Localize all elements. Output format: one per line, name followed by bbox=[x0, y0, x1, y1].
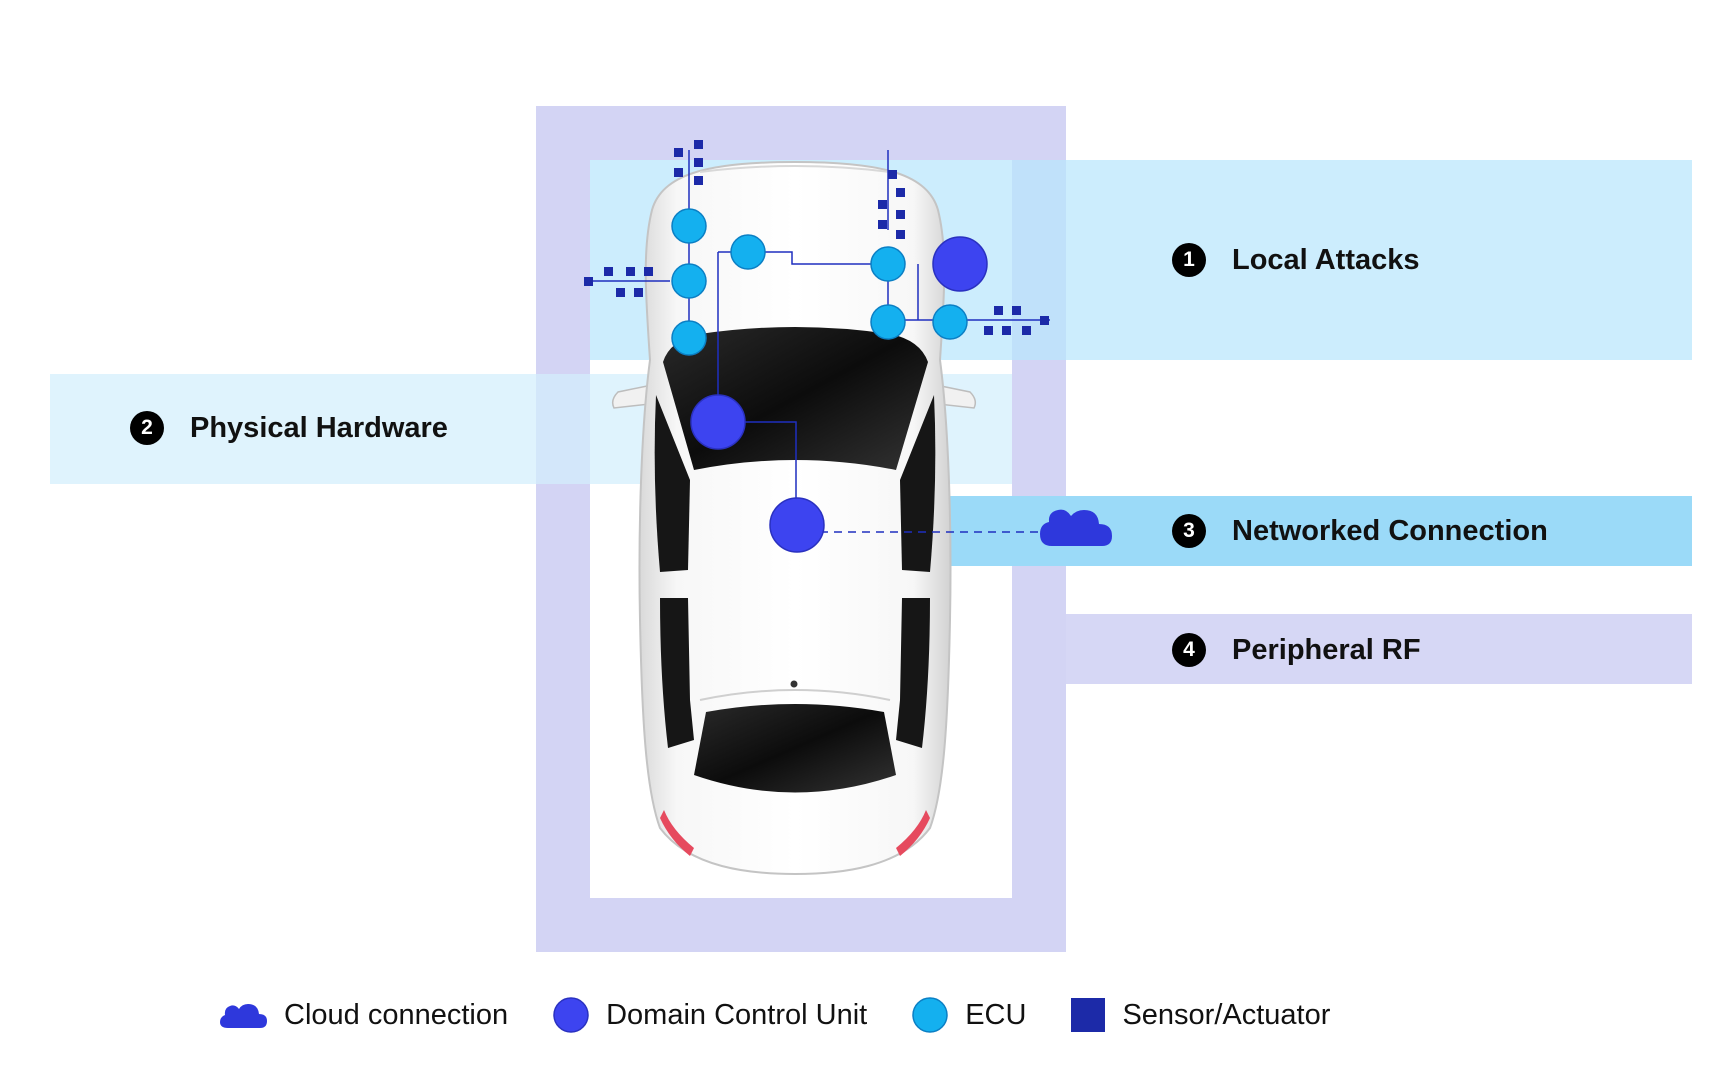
right-mirror bbox=[935, 384, 977, 409]
wiring bbox=[592, 150, 1050, 533]
legend: Cloud connection Domain Control Unit ECU… bbox=[220, 990, 1374, 1040]
sensor-actuator bbox=[896, 188, 905, 197]
sensor-actuator bbox=[878, 200, 887, 209]
sensor-actuator bbox=[896, 230, 905, 239]
sensor-actuator bbox=[888, 170, 897, 179]
sensor-actuator bbox=[1040, 316, 1049, 325]
sensor-actuators bbox=[584, 140, 1049, 335]
legend-item-ecu: ECU bbox=[911, 996, 1026, 1034]
sensor-actuator bbox=[616, 288, 625, 297]
right-rear-window bbox=[896, 598, 930, 748]
ecu-node bbox=[671, 263, 707, 299]
domain-control-unit-icon bbox=[552, 996, 590, 1034]
sensor-actuator-icon bbox=[1070, 997, 1106, 1033]
sensor-actuator bbox=[694, 140, 703, 149]
networked-connection-label: 3 Networked Connection bbox=[1172, 514, 1548, 548]
legend-item-domain-control-unit: Domain Control Unit bbox=[552, 996, 867, 1034]
domain-control-unit-node bbox=[932, 236, 988, 292]
zone-number-badge: 2 bbox=[130, 411, 164, 445]
peripheral-rf-label: 4 Peripheral RF bbox=[1172, 633, 1421, 667]
peripheral-rf-band bbox=[1066, 614, 1692, 684]
rear-window bbox=[694, 704, 896, 793]
sensor-actuator bbox=[1022, 326, 1031, 335]
sensor-actuator bbox=[1002, 326, 1011, 335]
sensor-actuator bbox=[694, 176, 703, 185]
ecu-node bbox=[671, 208, 707, 244]
legend-item-cloud: Cloud connection bbox=[220, 999, 508, 1032]
sensor-actuator bbox=[994, 306, 1003, 315]
domain-control-units bbox=[690, 236, 988, 553]
ecu-icon bbox=[911, 996, 949, 1034]
ecu-node bbox=[730, 234, 766, 270]
zone-title: Peripheral RF bbox=[1232, 633, 1421, 666]
legend-label: Cloud connection bbox=[284, 998, 509, 1031]
right-front-window bbox=[900, 395, 936, 572]
ecu-node bbox=[870, 304, 906, 340]
sensor-actuator bbox=[984, 326, 993, 335]
ecu-node bbox=[671, 320, 707, 356]
domain-control-unit-node bbox=[690, 394, 746, 450]
domain-control-unit-node bbox=[769, 497, 825, 553]
sensor-actuator bbox=[694, 158, 703, 167]
sensor-actuator bbox=[896, 210, 905, 219]
zone-title: Local Attacks bbox=[1232, 243, 1420, 276]
zone-number-badge: 1 bbox=[1172, 243, 1206, 277]
zone-number-badge: 4 bbox=[1172, 633, 1206, 667]
right-tail-light bbox=[896, 810, 930, 856]
cloud-icon bbox=[220, 1000, 268, 1030]
sensor-actuator bbox=[644, 267, 653, 276]
ecu-node bbox=[870, 246, 906, 282]
legend-label: Domain Control Unit bbox=[606, 998, 868, 1031]
left-front-window bbox=[654, 395, 690, 572]
physical-hardware-label: 2 Physical Hardware bbox=[130, 411, 448, 445]
left-rear-window bbox=[660, 598, 694, 748]
sensor-actuator bbox=[1012, 306, 1021, 315]
sensor-actuator bbox=[626, 267, 635, 276]
legend-item-sensor-actuator: Sensor/Actuator bbox=[1070, 997, 1330, 1033]
zone-title: Physical Hardware bbox=[190, 411, 448, 444]
local-attacks-label: 1 Local Attacks bbox=[1172, 243, 1420, 277]
legend-label: Sensor/Actuator bbox=[1122, 998, 1331, 1031]
sensor-actuator bbox=[674, 148, 683, 157]
sensor-actuator bbox=[604, 267, 613, 276]
left-mirror bbox=[611, 384, 653, 409]
zone-number-badge: 3 bbox=[1172, 514, 1206, 548]
cloud-node bbox=[1040, 509, 1112, 546]
ecus bbox=[671, 208, 968, 356]
sensor-actuator bbox=[878, 220, 887, 229]
left-tail-light bbox=[660, 810, 694, 856]
sensor-actuator bbox=[674, 168, 683, 177]
sensor-actuator bbox=[634, 288, 643, 297]
ecu-node bbox=[932, 304, 968, 340]
legend-label: ECU bbox=[965, 998, 1027, 1031]
zone-title: Networked Connection bbox=[1232, 514, 1548, 547]
sensor-actuator bbox=[584, 277, 593, 286]
